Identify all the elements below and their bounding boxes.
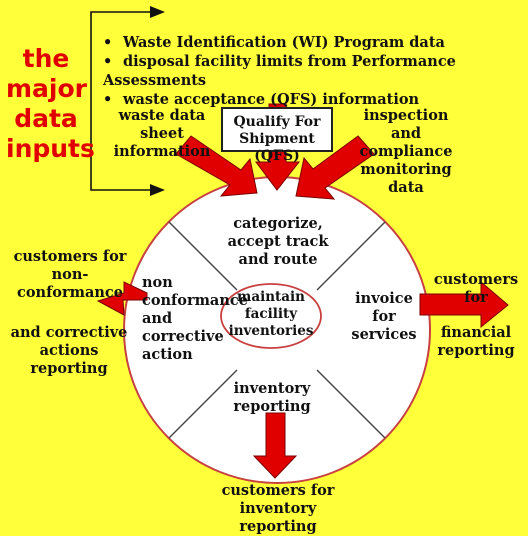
center-hub-label: maintain facility inventories — [228, 289, 314, 339]
center-hub — [220, 283, 322, 349]
diagram: the major data inputs Waste Identificati… — [0, 0, 528, 524]
bullet-item: disposal facility limits from Performanc… — [103, 52, 528, 90]
output-nonconformance-top: customers for non-conformance — [13, 248, 127, 301]
major-data-inputs-label: the major data inputs — [6, 44, 95, 163]
bracket-arrowhead-bottom — [150, 184, 165, 196]
output-nonconformance-bottom: and corrective actions reporting — [10, 324, 128, 377]
output-financial-bottom: financial reporting — [437, 324, 515, 359]
qfs-box: Qualify For Shipment (QFS) — [221, 107, 333, 164]
bullet-item: Waste Identification (WI) Program data — [103, 33, 528, 52]
output-arrow-right — [419, 280, 509, 329]
output-financial-top: customers for — [433, 271, 519, 306]
output-arrow-left — [96, 281, 148, 316]
wheel-dividers — [168, 221, 386, 439]
bullet-item: waste acceptance (QFS) information — [103, 90, 528, 109]
input-bullet-list: Waste Identification (WI) Program data d… — [103, 33, 528, 109]
input-arrow-left — [175, 135, 258, 197]
wheel-segment-left: non conformance and corrective action — [142, 274, 248, 363]
wheel-segment-right: invoice for services — [351, 290, 417, 343]
input-inspection-monitoring: inspection and compliance monitoring dat… — [359, 107, 453, 196]
output-inventory-reporting: customers for inventory reporting — [221, 482, 335, 535]
input-waste-data-sheet: waste data sheet information — [113, 107, 211, 160]
wheel-segment-bottom: inventory reporting — [233, 380, 311, 415]
input-arrow-right — [295, 135, 375, 200]
input-bracket — [90, 11, 155, 191]
output-arrow-bottom — [252, 412, 298, 479]
wheel-segment-top: categorize, accept track and route — [227, 215, 329, 268]
bracket-arrowhead-top — [150, 6, 165, 18]
diagram-graphics — [90, 6, 509, 484]
